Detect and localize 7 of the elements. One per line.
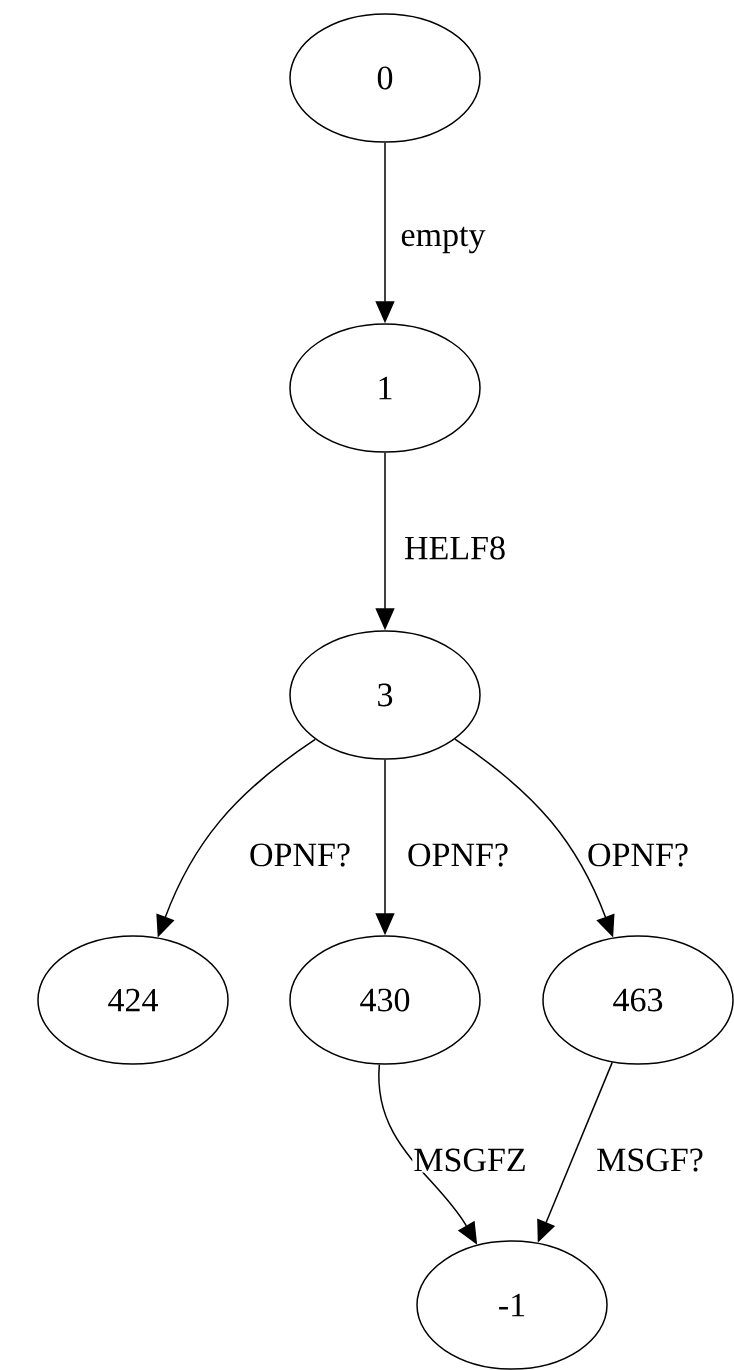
edge-label: MSGFZ bbox=[412, 1147, 528, 1173]
edge-label: empty bbox=[399, 225, 487, 255]
edge-label: HELF8 bbox=[403, 535, 507, 561]
edge-label: OPNF? bbox=[248, 842, 352, 868]
edge-label: OPNF? bbox=[406, 842, 510, 868]
edge-label: OPNF? bbox=[586, 842, 690, 868]
edge-label: MSGF? bbox=[595, 1147, 705, 1173]
